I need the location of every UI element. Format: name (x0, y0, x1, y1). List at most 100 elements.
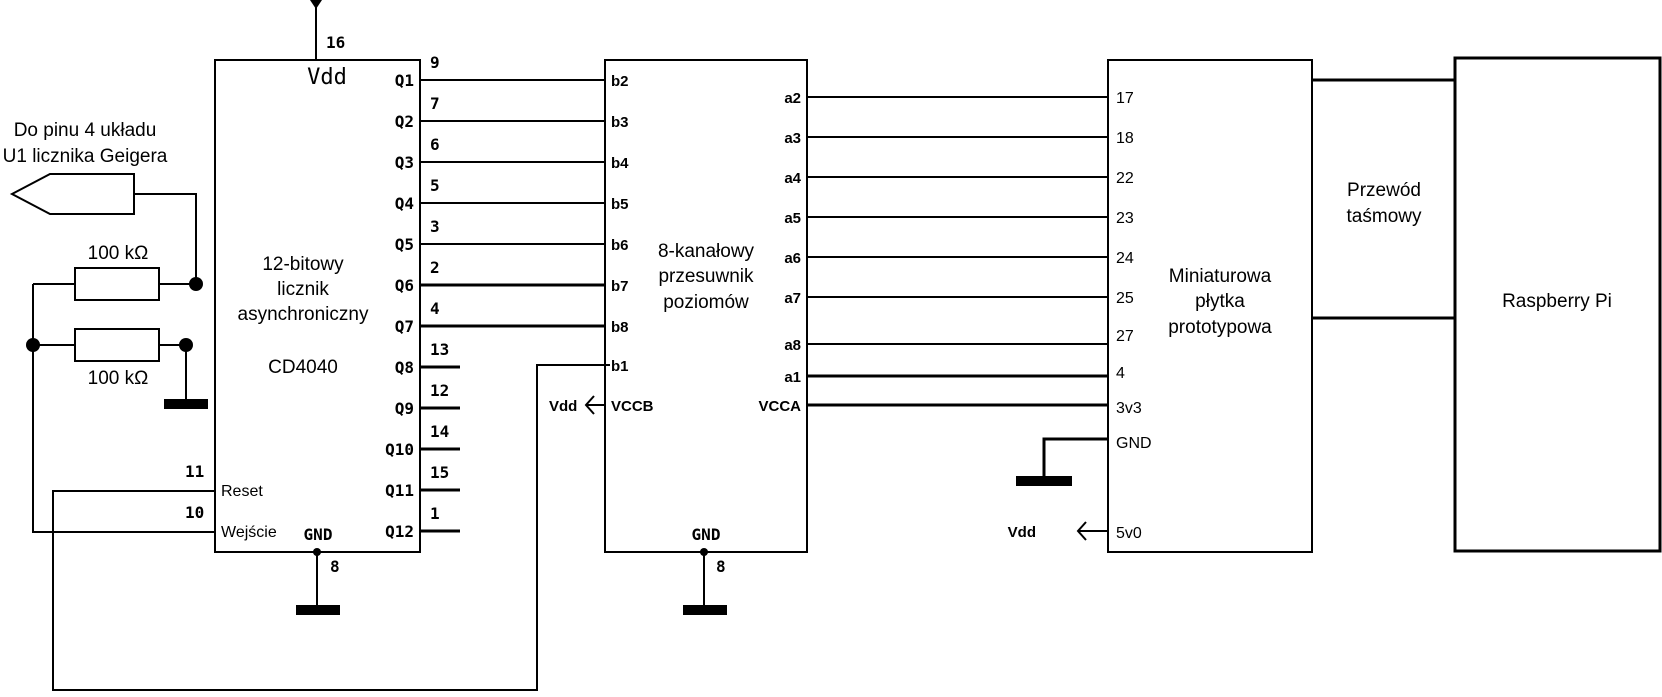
board-vdd-arrow (1076, 521, 1108, 541)
board-pin-label: GND (1116, 435, 1152, 452)
board-body (1107, 59, 1313, 553)
vccb-label: VCCB (611, 398, 654, 415)
counter-output-pin: 15 (430, 463, 449, 482)
vdd-pin-number: 16 (326, 33, 345, 52)
counter-output-label: Q9 (395, 399, 414, 418)
shifter-a-pin-label: a4 (784, 170, 801, 187)
board-pin-label: 24 (1116, 250, 1134, 267)
reset-label: Reset (221, 483, 263, 500)
counter-desc-1: 12-bitowy (262, 254, 344, 275)
counter-output-label: Q4 (395, 194, 414, 213)
board-pin-label: 22 (1116, 170, 1134, 187)
cable-label-2: taśmowy (1347, 206, 1422, 227)
counter-output-label: Q3 (395, 153, 414, 172)
raspberry-pi: Raspberry Pi (1453, 56, 1662, 553)
shifter-b-pin-label: b4 (611, 155, 629, 172)
shifter-a-pin-label: a6 (784, 250, 801, 267)
reset-loop-wire (52, 364, 610, 691)
shifter-b-pin-label: b3 (611, 114, 629, 131)
note-line-1: Do pinu 4 układu (14, 120, 157, 141)
counter-output-pin: 12 (430, 381, 449, 400)
counter-gnd-label: GND (304, 525, 333, 544)
counter-output-pin: 7 (430, 94, 440, 113)
board-pin-label: 4 (1116, 365, 1125, 382)
counter-output-pin: 13 (430, 340, 449, 359)
board-gnd-wire (1042, 437, 1108, 481)
counter-output-label: Q11 (385, 481, 414, 500)
cable-label-1: Przewód (1347, 180, 1421, 201)
shifter-a-pin-label: a7 (784, 290, 801, 307)
counter-output-label: Q10 (385, 440, 414, 459)
shifter-a-pin-label: a2 (784, 90, 801, 107)
vccb-arrow (584, 395, 605, 415)
counter-output-pin: 6 (430, 135, 440, 154)
board-pin-label: 17 (1116, 90, 1134, 107)
shifter-b-pin-label: b1 (611, 358, 629, 375)
counter-output-label: Q5 (395, 235, 414, 254)
counter-output-pin: 4 (430, 299, 440, 318)
counter-part-number: CD4040 (268, 357, 338, 378)
counter-output-pin: 1 (430, 504, 440, 523)
counter-gnd-dot (313, 548, 321, 556)
counter-gnd-pin: 8 (330, 557, 340, 576)
shifter-desc-3: poziomów (663, 292, 749, 313)
level-shifter-chip: 8-kanałowy przesuwnik poziomów VCCB Vdd … (549, 59, 1108, 615)
resistor-2-label: 100 kΩ (88, 368, 149, 389)
ribbon-cable: Przewód taśmowy (1312, 78, 1455, 320)
vdd-arrow (310, 0, 322, 9)
board-pin-label: 23 (1116, 210, 1134, 227)
counter-output-pin: 2 (430, 258, 440, 277)
shifter-b-pin-label: b8 (611, 319, 629, 336)
counter-output-label: Q6 (395, 276, 414, 295)
probe-connector (9, 173, 135, 215)
board-desc-2: płytka (1195, 291, 1245, 312)
input-pin-number: 10 (185, 503, 204, 522)
resistor-2 (74, 328, 160, 362)
probe-network: Do pinu 4 układu U1 licznika Geigera 100… (3, 120, 215, 533)
prototype-board: Miniaturowa płytka prototypowa 17 18 22 23 2… (1008, 59, 1313, 553)
junction-dot-1 (189, 277, 203, 291)
board-pin-label: 3v3 (1116, 400, 1142, 417)
raspberry-pi-label: Raspberry Pi (1502, 291, 1612, 312)
board-pin-label: 27 (1116, 328, 1134, 345)
board-vdd-label: Vdd (1008, 524, 1036, 541)
board-pin-label: 18 (1116, 130, 1134, 147)
board-pin-label: 25 (1116, 290, 1134, 307)
shifter-b-pin-label: b2 (611, 73, 629, 90)
counter-desc-3: asynchroniczny (238, 304, 369, 325)
counter-output-label: Q1 (395, 71, 414, 90)
counter-output-pin: 5 (430, 176, 440, 195)
shifter-gnd-dot (700, 548, 708, 556)
counter-output-label: Q7 (395, 317, 414, 336)
note-line-2: U1 licznika Geigera (3, 146, 168, 167)
counter-desc-2: licznik (277, 279, 329, 300)
counter-output-label: Q12 (385, 522, 414, 541)
raspberry-pi-body (1453, 56, 1662, 553)
shifter-a-pin-label: a1 (784, 369, 801, 386)
junction-dot-3 (179, 338, 193, 352)
shifter-b-pin-label: b7 (611, 278, 629, 295)
reset-pin-number: 11 (185, 462, 204, 481)
counter-chip: 16 Vdd 12-bitowy licznik asynchroniczny … (185, 0, 605, 615)
counter-output-pin: 14 (430, 422, 449, 441)
board-desc-3: prototypowa (1168, 317, 1272, 338)
counter-output-label: Q2 (395, 112, 414, 131)
resistor-1-label: 100 kΩ (88, 243, 149, 264)
shifter-b-pin-label: b6 (611, 237, 629, 254)
shifter-a-pin-label: a8 (784, 337, 801, 354)
vdd-label: Vdd (307, 65, 347, 90)
board-desc-1: Miniaturowa (1169, 266, 1272, 287)
shifter-b-pin-label: b5 (611, 196, 629, 213)
shifter-desc-2: przesuwnik (658, 266, 754, 287)
shifter-desc-1: 8-kanałowy (658, 241, 755, 262)
shifter-a-pin-label: a3 (784, 130, 801, 147)
shifter-vdd-label: Vdd (549, 398, 577, 415)
counter-outputs: Q19Q27Q36Q45Q53Q62Q74Q813Q912Q1014Q1115Q… (385, 53, 605, 541)
junction-dot-2 (26, 338, 40, 352)
shifter-gnd-pin: 8 (716, 557, 726, 576)
counter-output-pin: 9 (430, 53, 440, 72)
shifter-gnd-label: GND (692, 525, 721, 544)
